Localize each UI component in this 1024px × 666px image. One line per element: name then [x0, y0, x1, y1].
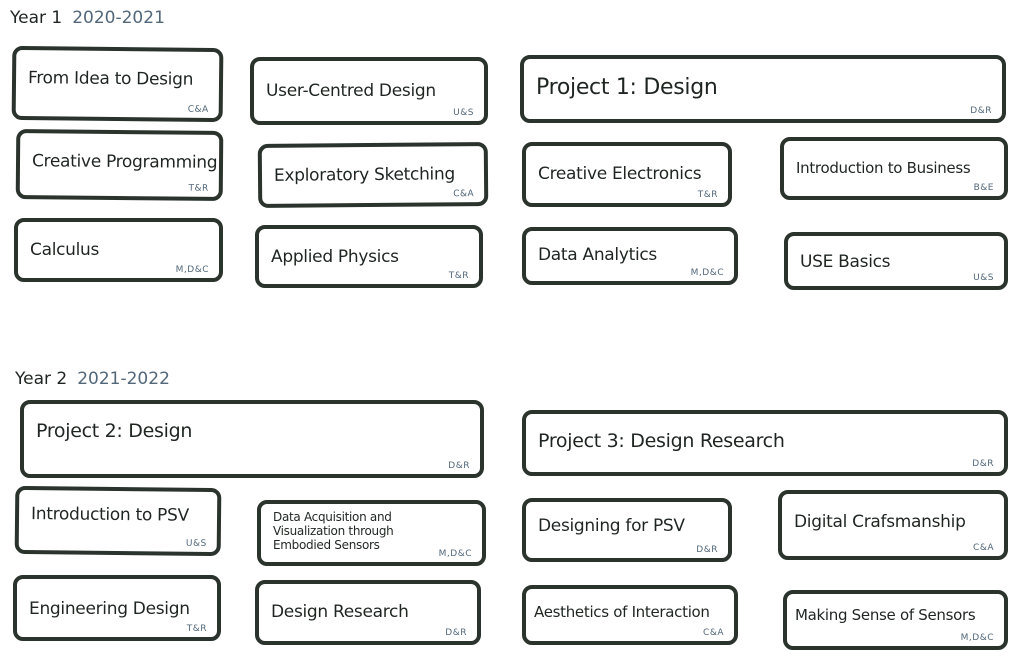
course-code: D&R [972, 459, 994, 469]
course-title: Aesthetics of Interaction [534, 603, 710, 621]
course-code: D&R [448, 461, 470, 471]
year-range: 2021-2022 [77, 369, 170, 389]
course-title: Project 2: Design [36, 420, 193, 442]
course-title: Project 1: Design [536, 75, 718, 100]
course-card[interactable]: Designing for PSV D&R [522, 498, 732, 562]
course-title: User-Centred Design [266, 81, 436, 101]
course-code: C&A [187, 104, 209, 115]
course-title: Creative Electronics [538, 164, 702, 184]
course-code: D&R [696, 545, 718, 555]
course-code: T&R [188, 183, 209, 194]
year-label: Year 1 [10, 8, 63, 28]
year-1-heading: Year 1 2020-2021 [10, 8, 165, 28]
course-code: T&R [448, 271, 469, 281]
course-title: Introduction to Business [796, 159, 971, 177]
course-title: Creative Programming [31, 151, 218, 173]
year-label: Year 2 [15, 369, 68, 389]
course-title: Making Sense of Sensors [795, 606, 976, 624]
course-code: M,D&C [690, 268, 724, 278]
course-code: T&R [186, 624, 207, 634]
year-range: 2020-2021 [72, 8, 165, 28]
course-code: M,D&C [175, 265, 209, 275]
course-code: T&R [697, 190, 718, 200]
course-code: C&A [973, 543, 994, 553]
course-title: Digital Crafsmanship [794, 512, 966, 532]
course-code: D&R [445, 628, 467, 638]
course-title: Calculus [30, 240, 100, 260]
course-code: M,D&C [960, 633, 994, 643]
course-title: Data Acquisition and Visualization throu… [273, 510, 394, 552]
course-code: B&E [973, 183, 994, 193]
course-title: Designing for PSV [538, 516, 685, 536]
course-code: U&S [453, 108, 474, 118]
course-code: C&A [703, 628, 724, 638]
course-title: From Idea to Design [27, 68, 194, 90]
course-title: Applied Physics [271, 247, 399, 267]
course-title: Exploratory Sketching [273, 164, 456, 186]
course-code: U&S [185, 538, 207, 549]
course-code: D&R [970, 106, 992, 116]
course-title: Design Research [271, 602, 409, 622]
course-code: M,D&C [438, 549, 472, 559]
course-title: USE Basics [800, 252, 891, 272]
course-title: Introduction to PSV [30, 504, 189, 526]
course-card[interactable]: Data Acquisition and Visualization throu… [257, 500, 486, 566]
course-title: Data Analytics [538, 245, 657, 265]
course-title: Engineering Design [29, 599, 190, 619]
course-code: C&A [453, 189, 475, 200]
course-card[interactable]: Introduction to PSV U&S [14, 485, 222, 557]
year-2-heading: Year 2 2021-2022 [15, 369, 170, 389]
course-code: U&S [973, 273, 994, 283]
course-title: Project 3: Design Research [538, 430, 785, 452]
